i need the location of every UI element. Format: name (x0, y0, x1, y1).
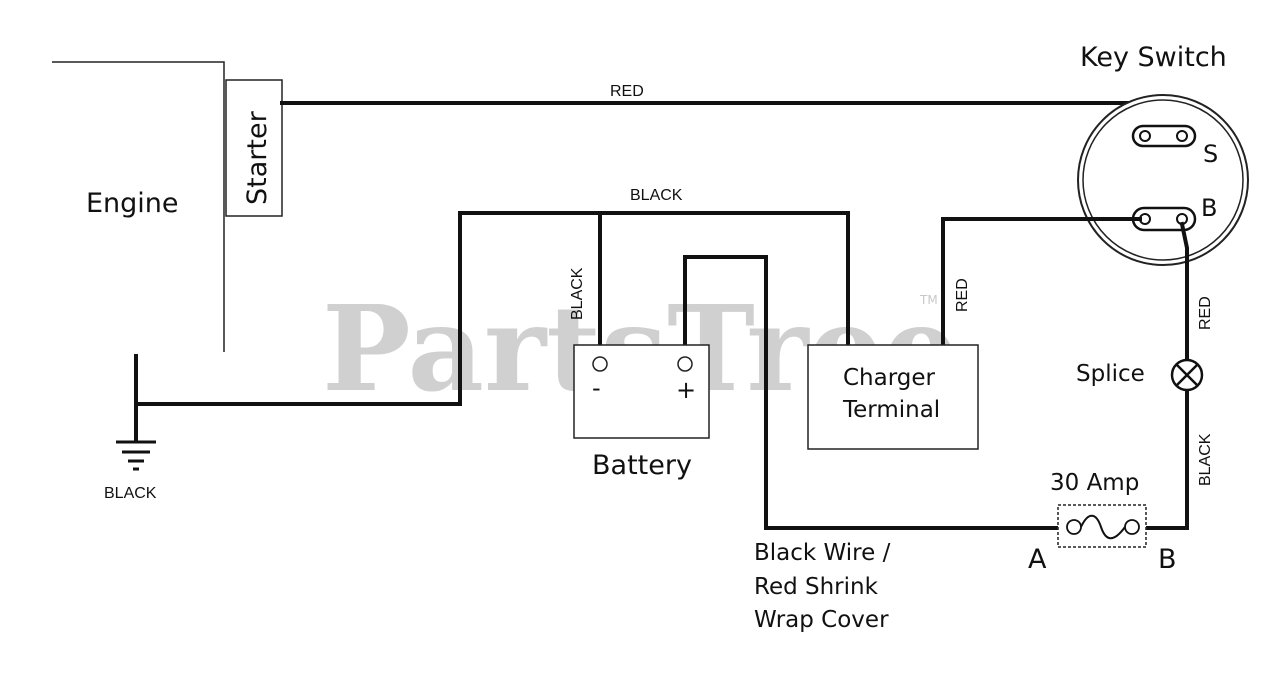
fuse-terminal-a: A (1028, 544, 1047, 575)
wire-label-black-fuse: BLACK (1197, 433, 1214, 486)
wire-label-black-top: BLACK (630, 187, 683, 204)
switch-terminal-s-label: S (1203, 140, 1218, 168)
wire-top-black (134, 211, 850, 406)
battery-positive-sign: + (676, 376, 696, 404)
battery-label: Battery (592, 450, 692, 481)
battery-positive-post (677, 356, 693, 372)
fuse-terminal-b: B (1158, 544, 1177, 575)
switch-terminal-b-label: B (1201, 194, 1217, 222)
starter-box (225, 79, 283, 217)
wire-splice-to-fuse (1144, 388, 1189, 530)
note-line2: Red Shrink (754, 574, 879, 600)
key-switch-body (1077, 94, 1249, 266)
fuse-element-icon (1080, 514, 1126, 540)
wire-label-red-charger: RED (954, 278, 971, 312)
ground-label: BLACK (104, 485, 157, 502)
splice-label: Splice (1076, 361, 1145, 387)
charger-terminal-box (807, 344, 979, 450)
watermark-trademark: TM (919, 293, 938, 307)
wire-label-red-starter: RED (610, 83, 644, 100)
wire-battery-positive (683, 255, 1060, 530)
note-line3: Wrap Cover (754, 607, 889, 633)
key-switch-title: Key Switch (1080, 42, 1227, 73)
wire-label-black-battery: BLACK (569, 267, 586, 320)
starter-label: Starter (242, 110, 273, 205)
wire-starter-to-switch (280, 101, 1162, 132)
charger-terminal-line1: Charger (843, 365, 936, 391)
battery-negative-post (592, 356, 608, 372)
wire-charger-to-switch (941, 217, 1142, 347)
engine-outline (52, 61, 225, 352)
wire-switch-to-splice (1179, 221, 1189, 362)
note-line1: Black Wire / (754, 540, 891, 566)
fuse-rating: 30 Amp (1050, 470, 1139, 496)
charger-terminal-line2: Terminal (842, 397, 940, 423)
battery-negative-sign: - (592, 374, 601, 402)
engine-label: Engine (86, 188, 179, 219)
wire-label-red-splice: RED (1197, 296, 1214, 330)
